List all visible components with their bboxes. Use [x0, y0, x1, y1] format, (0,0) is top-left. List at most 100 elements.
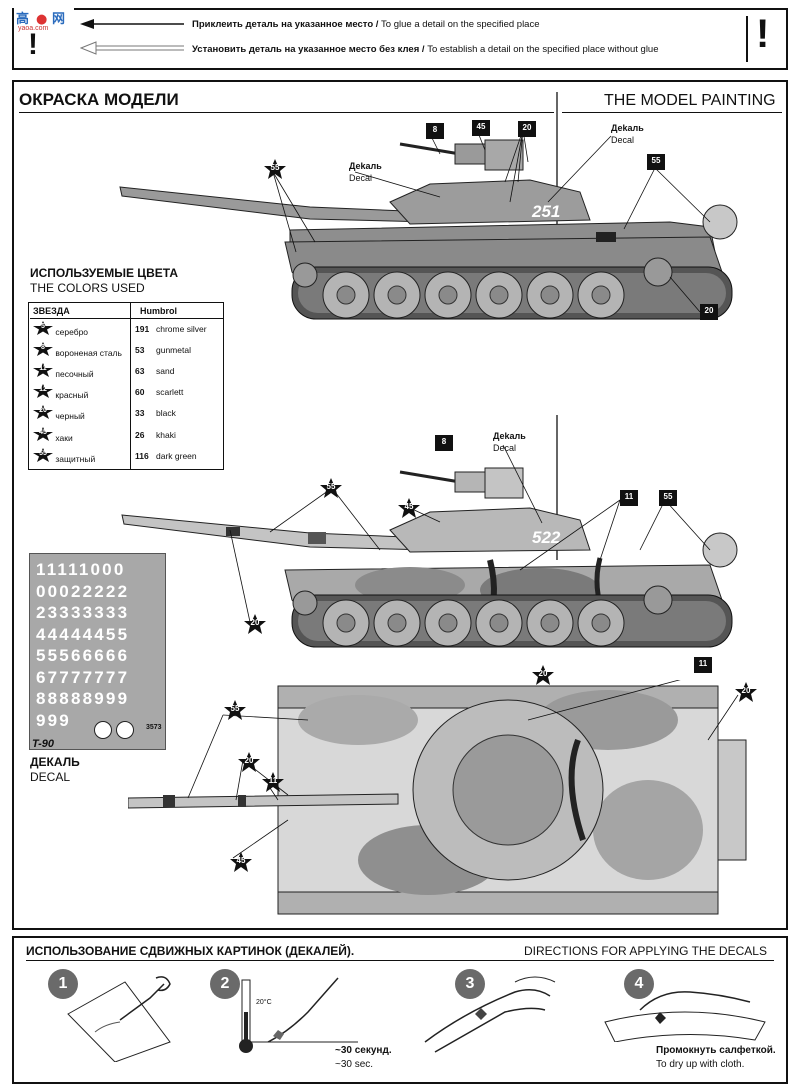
colors-title-en: THE COLORS USED: [30, 281, 145, 295]
watermark-url: yaoa.com: [18, 25, 49, 32]
color-row: 20 черный 33 black: [30, 403, 223, 424]
color-name-en: black: [156, 408, 176, 419]
painting-title-underline-left: [19, 112, 554, 113]
color-name-ru: серебро: [55, 326, 89, 337]
col-humbrol: Humbrol: [132, 304, 223, 319]
step-1-badge: 1: [48, 969, 78, 999]
color-name-ru: песочный: [55, 368, 94, 379]
svg-text:网: 网: [52, 12, 65, 27]
painting-title-underline-right: [562, 112, 782, 113]
logo-watermark: 高 ● 网 yaoa.com: [14, 8, 74, 34]
color-name-ru: вороненая сталь: [55, 347, 122, 358]
colors-table-border: [28, 302, 224, 470]
directions-title-en: DIRECTIONS FOR APPLYING THE DECALS: [524, 944, 767, 958]
callout-star-55: 55: [645, 152, 667, 172]
step-2-illustration: [239, 977, 358, 1053]
step-2-caption-ru: ~30 секунд.: [335, 1045, 392, 1056]
noglue-legend-text: Установить деталь на указанное место без…: [192, 44, 659, 55]
warning-divider: [746, 16, 748, 62]
color-row: 8 вороненая сталь 53 gunmetal: [30, 339, 223, 360]
step-1-illustration: [67, 976, 171, 1062]
callout-star-8: 8: [433, 433, 455, 453]
svg-text:高: 高: [16, 11, 29, 27]
decal-number-row: 999: [36, 710, 71, 730]
callout-star-8: 8: [424, 121, 446, 141]
step-4-caption-ru: Промокнуть салфеткой.: [656, 1045, 776, 1056]
step-4-caption-en: To dry up with cloth.: [656, 1059, 745, 1070]
humbrol-code: 60: [135, 387, 145, 398]
directions-title-ru: ИСПОЛЬЗОВАНИЕ СДВИЖНЫХ КАРТИНОК (ДЕКАЛЕЙ…: [26, 944, 355, 958]
col-zvezda: ЗВЕЗДА: [30, 304, 132, 319]
zvezda-color-swatch: 12: [33, 384, 53, 399]
color-name-en: gunmetal: [156, 344, 191, 355]
callout-star-55: 55: [264, 159, 286, 179]
color-name-ru: защитный: [55, 453, 96, 464]
step-2-caption-en: ~30 sec.: [335, 1059, 374, 1070]
decal-emblem-2: [116, 721, 134, 739]
callout-star-20: 20: [532, 665, 554, 685]
decal-number-row: 44444455: [36, 624, 130, 644]
callout-star-20: 20: [244, 614, 266, 634]
callout-star-20: 20: [238, 752, 260, 772]
zvezda-color-swatch: 55: [33, 447, 53, 462]
color-row: 5 серебро 191 chrome silver: [30, 318, 223, 339]
color-name-en: scarlett: [156, 387, 184, 398]
humbrol-code: 26: [135, 429, 145, 440]
colors-table: ЗВЕЗДА Humbrol 5 серебро 191 chrome silver…: [30, 304, 223, 466]
zvezda-color-swatch: 11: [33, 362, 53, 377]
decal-title-ru: ДЕКАЛЬ: [30, 755, 80, 769]
decal-number-row: 55566666: [36, 646, 130, 665]
color-name-ru: черный: [55, 411, 85, 422]
tank-side-view-green: 251: [119, 92, 738, 320]
humbrol-code: 33: [135, 408, 145, 419]
zvezda-color-swatch: 5: [33, 320, 53, 335]
color-name-en: dark green: [156, 450, 197, 461]
colors-title-ru: ИСПОЛЬЗУЕМЫЕ ЦВЕТА: [30, 266, 178, 280]
humbrol-code: 191: [135, 323, 150, 334]
color-name-ru: хаки: [55, 432, 73, 443]
callout-star-20: 20: [735, 682, 757, 702]
color-name-en: chrome silver: [156, 323, 207, 334]
color-row: 55 защитный 116 dark green: [30, 445, 223, 466]
noglue-arrow-icon: [80, 41, 184, 55]
color-name-en: khaki: [156, 429, 176, 440]
color-name-en: sand: [156, 365, 175, 376]
tank-side-view-camo: 522: [121, 415, 738, 648]
callout-star-20: 20: [698, 302, 720, 322]
decal-code: 3573: [146, 724, 162, 731]
glue-legend-text: Приклеить деталь на указанное место / To…: [192, 19, 540, 30]
humbrol-code: 116: [135, 450, 149, 461]
tank1-number: 251: [531, 202, 560, 221]
callout-star-45: 45: [230, 852, 252, 872]
glue-arrow-icon: [80, 19, 184, 29]
zvezda-color-swatch: 20: [33, 405, 53, 420]
callout-star-55: 55: [320, 478, 342, 498]
decal-number-row: 23333333: [36, 603, 130, 622]
svg-text:●: ●: [36, 12, 47, 27]
decal-number-row: 00022222: [36, 581, 130, 601]
thermometer-temp: 20°C: [256, 999, 272, 1006]
warning-icon-left: !: [28, 28, 38, 61]
step-4-illustration: [604, 991, 766, 1042]
decal-title-en: DECAL: [30, 770, 71, 784]
step-2-badge: 2: [210, 969, 240, 999]
tank-top-view: [128, 680, 747, 915]
decal-number-row: 88888999: [36, 689, 130, 708]
callout-star-45: 45: [470, 118, 492, 138]
humbrol-code: 53: [135, 344, 145, 355]
colors-table-divider: [130, 302, 131, 470]
callout-star-11: 11: [618, 488, 640, 508]
decal-emblem-1: [94, 721, 112, 739]
step-4-badge: 4: [624, 969, 654, 999]
callout-star-45: 45: [398, 498, 420, 518]
tank2-number: 522: [532, 528, 561, 547]
zvezda-color-swatch: 8: [33, 341, 53, 356]
step-3-illustration: [424, 976, 556, 1053]
